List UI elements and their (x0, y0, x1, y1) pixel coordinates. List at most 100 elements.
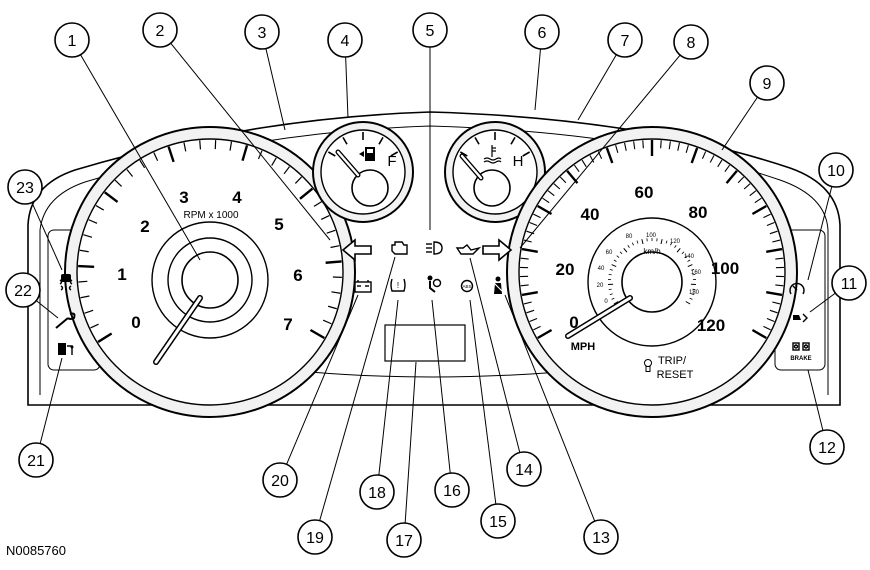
fuel-tick (342, 136, 348, 145)
tach-tick (241, 144, 249, 161)
kmh-tick (676, 247, 681, 253)
leader-line (519, 54, 681, 249)
kmh-tick-40: 40 (598, 266, 605, 272)
fuel-tick (390, 151, 399, 157)
tach-tick (199, 140, 202, 150)
tach-label: RPM x 1000 (183, 210, 238, 221)
tach-tick (257, 150, 263, 160)
callout-number: 15 (489, 514, 507, 531)
left-side-lamps (55, 274, 76, 355)
traction-control-icon (59, 274, 73, 291)
mph-tick-60: 60 (635, 183, 654, 202)
tach-tick (313, 201, 322, 207)
mph-tick-120: 120 (697, 316, 725, 335)
wrench-icon (55, 312, 76, 329)
tach-tick (271, 157, 277, 166)
speed-tick (749, 190, 757, 197)
kmh-tick (636, 240, 639, 244)
callout-bubble (412, 12, 448, 48)
speed-tick (709, 155, 715, 163)
mph-tick-100: 100 (711, 259, 739, 278)
callout-bubble (244, 14, 280, 50)
callout-bubble (18, 442, 54, 478)
speed-tick (690, 147, 699, 164)
tach-tick (183, 142, 187, 152)
kmh-tick (623, 247, 628, 253)
center-warning-lamps: ! ABS (341, 238, 513, 362)
tach-tick (330, 245, 340, 249)
callout-bubble (5, 272, 41, 308)
speed-tick (743, 183, 751, 190)
svg-text:ABS: ABS (462, 284, 471, 289)
speed-tick (751, 328, 767, 340)
fuel-full-label: F (387, 153, 396, 170)
left-turn-arrow-icon (341, 238, 372, 262)
speed-tick (754, 197, 762, 204)
tach-tick (331, 291, 341, 294)
speed-tick (529, 317, 538, 322)
leader-line (807, 369, 824, 431)
leader-line (39, 357, 63, 444)
speed-tick (642, 140, 644, 149)
callout-number: 12 (818, 440, 836, 457)
speed-tick (633, 141, 636, 150)
right-turn-arrow-icon (482, 238, 513, 262)
leader-line (31, 202, 63, 271)
callout-bubble (327, 22, 363, 58)
callout-bubble (583, 519, 619, 555)
tach-tick (84, 309, 94, 314)
brake-warning-icon (792, 342, 810, 351)
low-fuel-door-icon (58, 343, 74, 355)
leader-line (469, 257, 521, 453)
fuel-gauge: F (312, 121, 414, 223)
tach-tick (79, 249, 89, 253)
speed-tick (769, 230, 778, 235)
speed-tick (523, 301, 532, 305)
callout-number: 10 (827, 163, 845, 180)
callout-number: 6 (538, 25, 547, 42)
tach-ticks-0: 0 (131, 313, 140, 332)
kmh-tick (660, 239, 663, 245)
speed-tick (775, 257, 784, 260)
speed-tick (751, 204, 767, 216)
callout-bubble (749, 65, 785, 101)
leader-line (809, 292, 836, 313)
tach-ticks-3: 3 (179, 188, 188, 207)
tach-tick (139, 159, 146, 169)
leader-line (345, 56, 349, 119)
callout-number: 1 (68, 33, 77, 50)
hill-descent-icon (793, 313, 808, 323)
speed-tick (533, 325, 541, 331)
mph-label: MPH (571, 341, 596, 353)
temp-tick (459, 151, 468, 157)
kmh-tick (665, 240, 668, 244)
kmh-tick (685, 301, 691, 305)
speedometer: 0 20 40 60 80 100 120 0 20 40 60 80 100 … (506, 126, 798, 418)
kmh-tick-120: 120 (670, 239, 681, 245)
speed-tick (615, 144, 619, 153)
kmh-tick (608, 273, 612, 276)
speed-tick (589, 155, 595, 163)
speed-tick (725, 170, 738, 184)
callout-leader-lines (31, 42, 836, 524)
kmh-tick-80: 80 (626, 234, 633, 240)
callout-bubble (434, 472, 470, 508)
leader-line (80, 54, 201, 261)
fuel-tick (327, 151, 336, 157)
speed-tick (533, 213, 541, 219)
tach-tick (126, 169, 134, 177)
callout-bubble (506, 451, 542, 487)
kmh-tick-60: 60 (606, 250, 613, 256)
kmh-tick (691, 268, 695, 271)
leader-line (404, 361, 417, 524)
callout-bubble (524, 14, 560, 50)
mph-tick-40: 40 (581, 205, 600, 224)
tach-tick (299, 187, 314, 200)
kmh-tick (670, 242, 673, 246)
speed-tick (775, 284, 784, 287)
callout-number: 11 (841, 276, 858, 293)
speed-tick (573, 164, 580, 173)
speed-tick (763, 325, 771, 331)
callout-bubble (809, 429, 845, 465)
leader-line (431, 299, 451, 474)
